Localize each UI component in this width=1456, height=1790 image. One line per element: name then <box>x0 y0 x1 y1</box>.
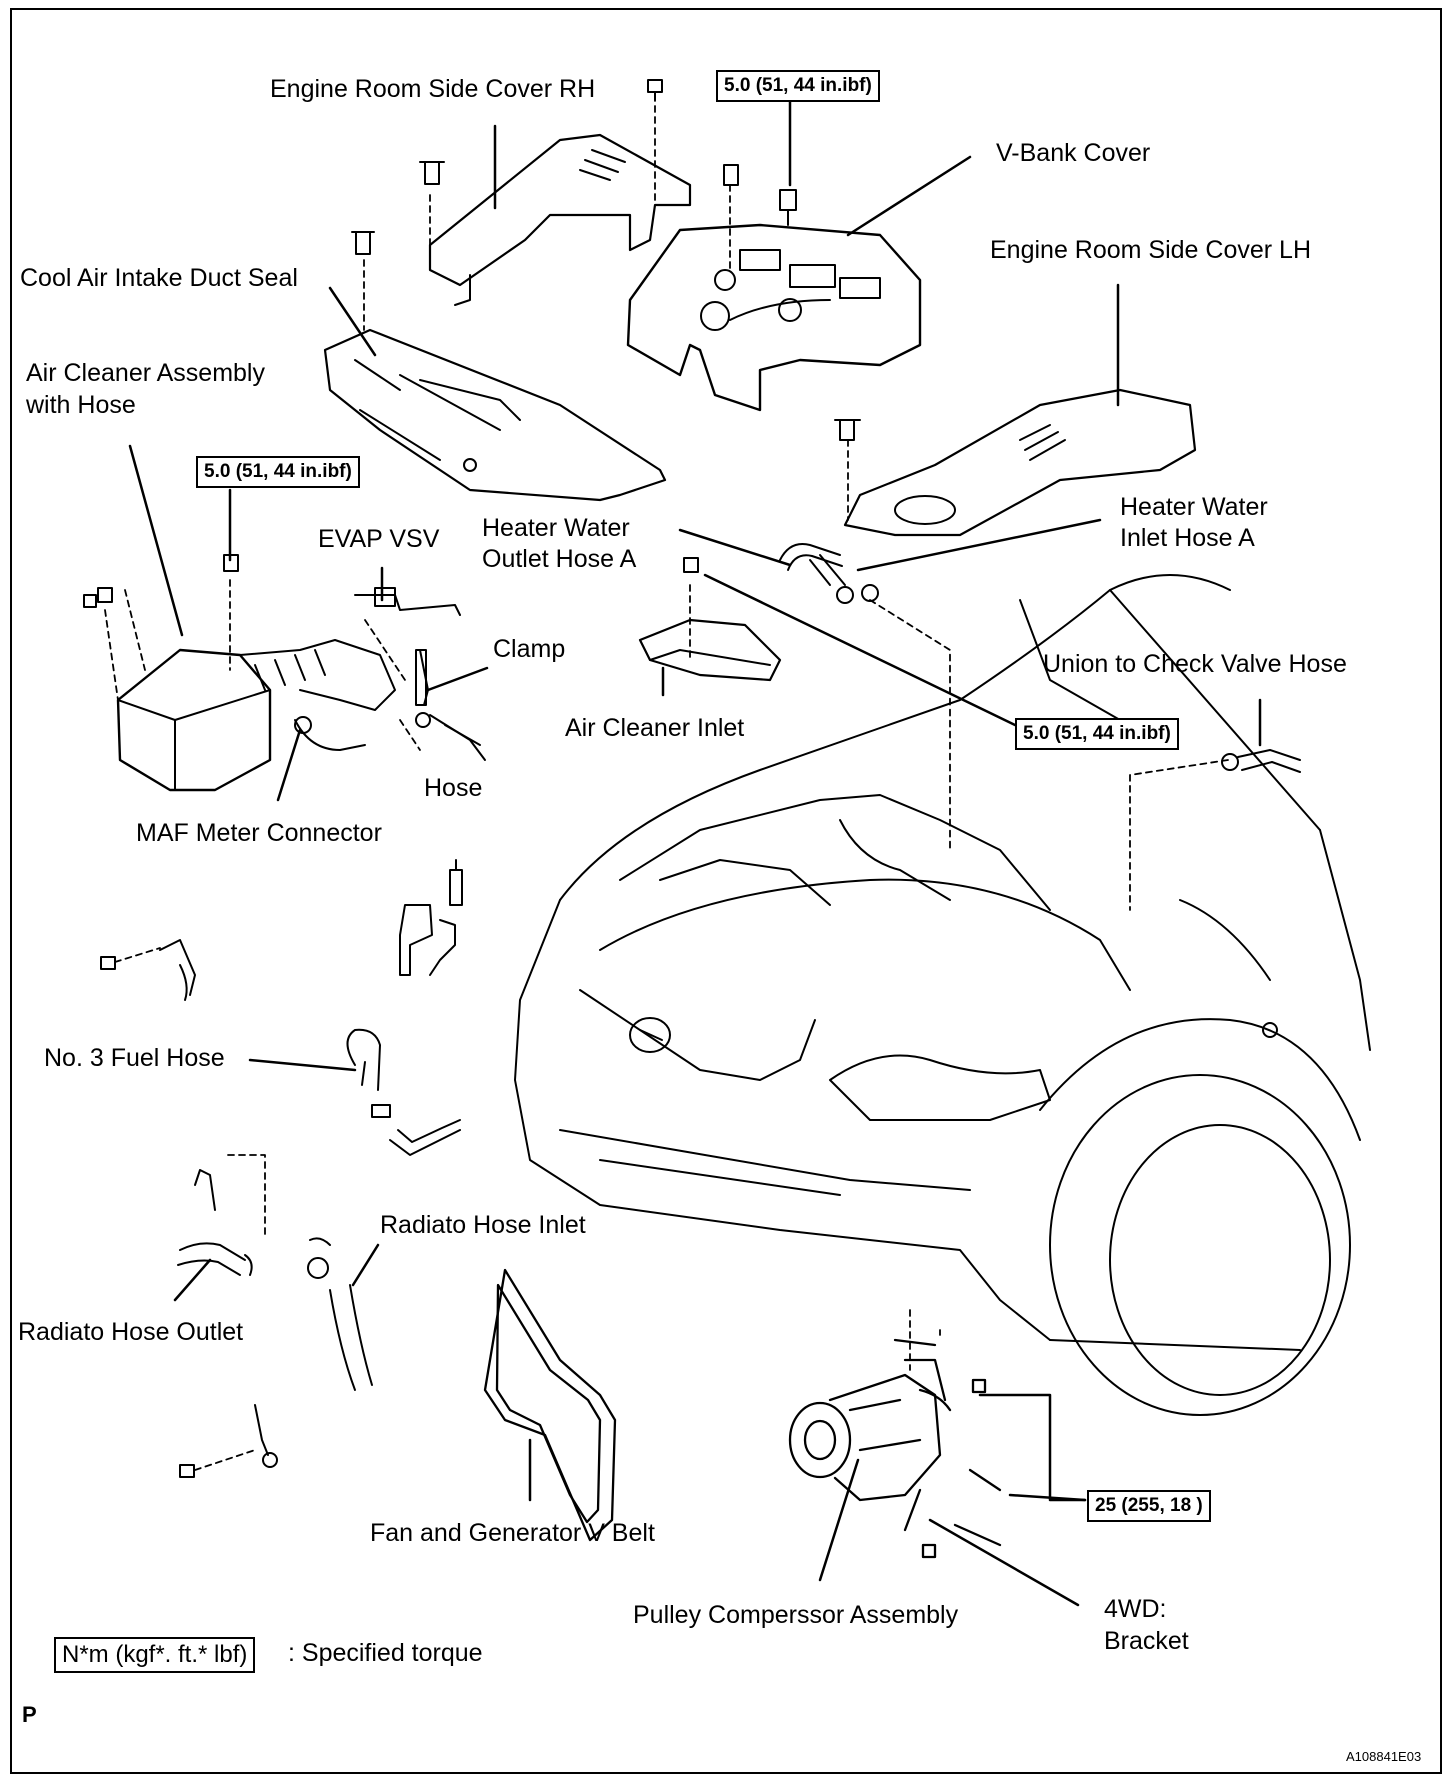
label-radiato-hose-inlet: Radiato Hose Inlet <box>380 1211 586 1239</box>
side-cover-lh-part <box>834 388 1197 537</box>
clip-vbank-1 <box>723 164 739 186</box>
bolt-inlet <box>683 557 699 573</box>
torque-box-v-bank: 5.0 (51, 44 in.ibf) <box>716 70 880 102</box>
label-bracket-line1: 4WD: <box>1104 1595 1167 1623</box>
side-cover-rh-part <box>419 79 692 306</box>
legend-unit-box: N*m (kgf*. ft.* lbf) <box>54 1637 256 1673</box>
torque-box-compressor: 25 (255, 18 ) <box>1087 1490 1211 1522</box>
clip-vbank-2 <box>779 189 797 226</box>
intake-duct-seal-part <box>323 231 667 502</box>
label-union-to-check-valve-hose: Union to Check Valve Hose <box>1043 650 1347 678</box>
label-evap-vsv: EVAP VSV <box>318 525 440 553</box>
label-maf-meter-connector: MAF Meter Connector <box>136 819 382 847</box>
dashed-lines <box>104 94 1229 1471</box>
label-air-cleaner-assembly-line1: Air Cleaner Assembly <box>26 359 265 387</box>
label-bracket-line2: Bracket <box>1104 1627 1189 1655</box>
label-heater-water-inlet-line1: Heater Water <box>1120 493 1268 521</box>
bolt-ac-3 <box>223 554 239 572</box>
label-hose: Hose <box>424 774 483 802</box>
clamp-hose-part <box>415 649 486 761</box>
label-clamp: Clamp <box>493 635 566 663</box>
radiator-hoses-part <box>177 1169 373 1391</box>
fuel-hose-part <box>346 1028 461 1156</box>
label-air-cleaner-assembly-line2: with Hose <box>26 391 136 419</box>
v-belt-part <box>483 1268 617 1542</box>
label-engine-room-side-cover-lh: Engine Room Side Cover LH <box>990 236 1311 264</box>
maf-connector-part <box>294 716 366 751</box>
air-cleaner-assembly-part <box>83 554 396 792</box>
bolt-ac-1 <box>97 587 113 603</box>
v-bank-cover-part <box>626 164 922 412</box>
figure-id: A108841E03 <box>1346 1749 1422 1764</box>
label-pulley-compressor-assembly: Pulley Comperssor Assembly <box>633 1601 959 1629</box>
vehicle-body <box>514 574 1371 1416</box>
legend-description: : Specified torque <box>288 1639 483 1667</box>
clip-seal <box>351 231 375 255</box>
torque-value: 5.0 (51, 44 in.ibf <box>204 461 346 482</box>
air-cleaner-inlet-part <box>638 557 782 682</box>
label-cool-air-intake-duct-seal: Cool Air Intake Duct Seal <box>20 264 298 292</box>
diagram-frame <box>10 8 1442 1774</box>
label-fan-generator-v-belt: Fan and Generator V Belt <box>370 1519 655 1547</box>
push-clip-rh-1 <box>419 161 445 185</box>
label-radiato-hose-outlet: Radiato Hose Outlet <box>18 1318 244 1346</box>
vsv-bracket-parts <box>100 859 463 1001</box>
compressor-part <box>788 1338 1002 1559</box>
page-mark: P <box>22 1702 37 1727</box>
torque-value: 25 (255, 18 <box>1095 1495 1192 1516</box>
label-heater-water-outlet-line1: Heater Water <box>482 514 630 542</box>
torque-box-air-cleaner-inlet: 5.0 (51, 44 in.ibf) <box>1015 718 1179 750</box>
check-valve-hose-part <box>1221 749 1301 773</box>
label-v-bank-cover: V-Bank Cover <box>996 139 1151 167</box>
evap-vsv-part <box>354 587 461 616</box>
torque-box-air-cleaner: 5.0 (51, 44 in.ibf) <box>196 456 360 488</box>
clip-lh <box>834 419 861 441</box>
label-no3-fuel-hose: No. 3 Fuel Hose <box>44 1044 225 1072</box>
label-heater-water-inlet-line2: Inlet Hose A <box>1120 524 1255 552</box>
leader-lines <box>128 88 1262 1607</box>
label-engine-room-side-cover-rh: Engine Room Side Cover RH <box>270 75 596 103</box>
bolt-ac-2 <box>83 594 97 608</box>
ground-strap-part <box>179 1404 278 1478</box>
bolt-rh <box>647 79 663 101</box>
label-air-cleaner-inlet: Air Cleaner Inlet <box>565 714 745 742</box>
label-heater-water-outlet-line2: Outlet Hose A <box>482 545 637 573</box>
heater-hoses-part <box>779 543 879 604</box>
torque-value: 5.0 (51, 44 in.ibf <box>1023 723 1165 744</box>
torque-value: 5.0 (51, 44 in.ibf <box>724 75 866 96</box>
